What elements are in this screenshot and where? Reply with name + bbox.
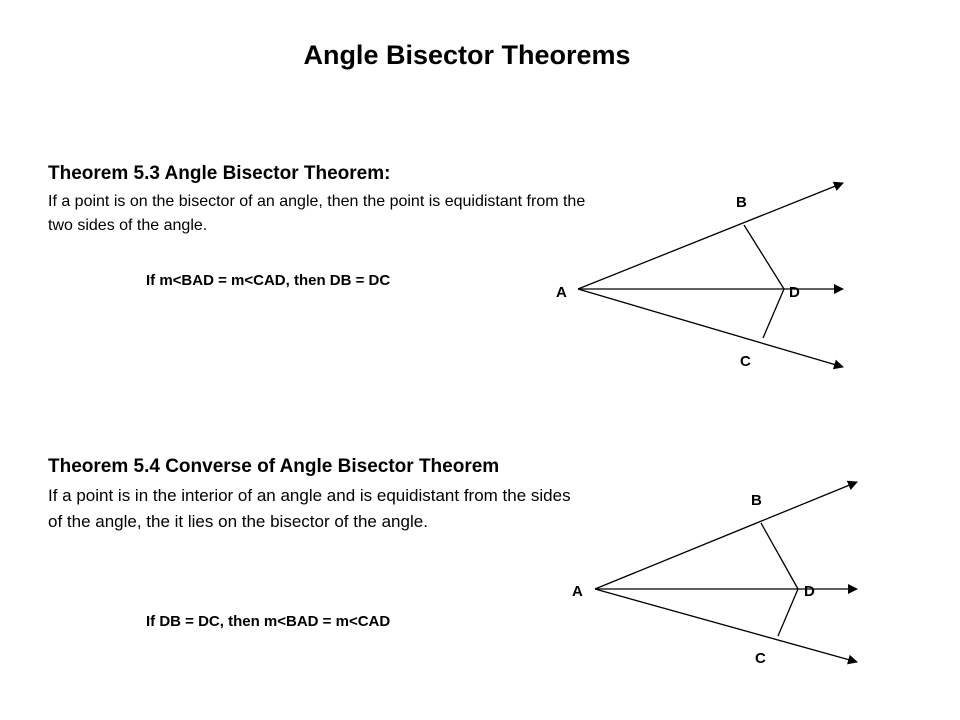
theorem-5-4-block: Theorem 5.4 Converse of Angle Bisector T… xyxy=(48,453,578,535)
point-label-c: C xyxy=(740,353,751,370)
theorem-heading: Theorem 5.3 Angle Bisector Theorem: xyxy=(48,163,391,184)
theorem-body: If a point is in the interior of an angl… xyxy=(48,486,571,531)
point-label-b: B xyxy=(751,492,762,509)
ray-ac xyxy=(594,588,858,665)
theorem-statement: If DB = DC, then m<BAD = m<CAD xyxy=(146,613,391,630)
theorem-statement: If m<BAD = m<CAD, then DB = DC xyxy=(146,272,391,289)
page-title: Angle Bisector Theorems xyxy=(303,40,631,70)
ray-ab xyxy=(594,480,858,590)
ray-ac xyxy=(577,288,844,370)
point-label-a: A xyxy=(572,583,583,600)
segment-db xyxy=(743,224,785,290)
point-label-d: D xyxy=(789,284,800,301)
theorem-heading: Theorem 5.4 Converse of Angle Bisector T… xyxy=(48,456,500,477)
point-label-a: A xyxy=(556,284,567,301)
theorem-5-3-block: Theorem 5.3 Angle Bisector Theorem: If a… xyxy=(48,160,588,238)
angle-bisector-diagram-2: B A D C xyxy=(572,480,858,667)
point-label-c: C xyxy=(755,650,766,667)
theorem-body: If a point is on the bisector of an angl… xyxy=(48,193,586,234)
point-label-d: D xyxy=(804,583,815,600)
segment-dc xyxy=(777,588,799,637)
ray-ab xyxy=(577,181,844,290)
point-label-b: B xyxy=(736,194,747,211)
segment-db xyxy=(760,522,799,590)
segment-dc xyxy=(762,288,785,339)
